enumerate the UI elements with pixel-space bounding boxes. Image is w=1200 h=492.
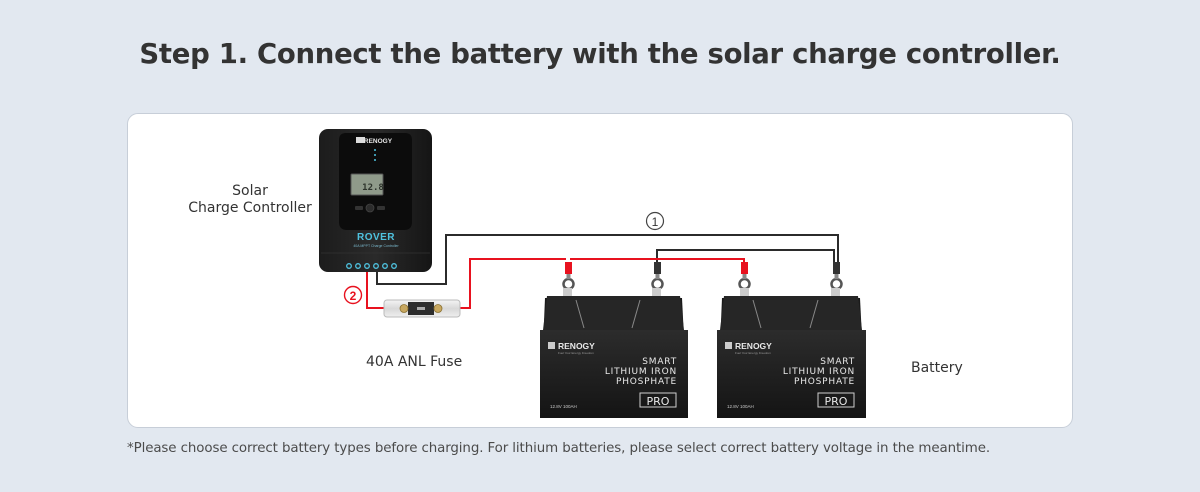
marker-one: 1 [645,211,665,231]
controller-label: Solar Charge Controller [170,183,330,217]
negative-wires [376,234,839,285]
battery-2-brand: RENOGY [735,341,772,351]
battery-2-line1: SMART [820,357,855,367]
battery-1-badge: PRO [647,395,670,408]
controller-lcd [350,173,384,196]
positive-wire-jumper [570,258,745,262]
battery-2-line2: LITHIUM IRON [783,367,855,377]
battery-1-line2: LITHIUM IRON [605,367,677,377]
ring-terminal-negative-1 [651,262,664,291]
battery-2-spec: 12.8V 100AH [727,404,754,409]
positive-wires [366,258,745,309]
battery-2: RENOGY Fuel Your Energy Freedom SMART LI… [717,288,866,418]
battery-1: RENOGY Fuel Your Energy Freedom SMART LI… [540,288,688,418]
battery-1-line3: PHOSPHATE [616,377,677,387]
ring-terminal-negative-2 [830,262,843,291]
fuse-label: 40A ANL Fuse [366,354,463,370]
positive-wire-from-fuse [459,258,566,309]
anl-fuse [383,299,461,318]
footnote: *Please choose correct battery types bef… [127,441,991,456]
negative-wire-jumper [656,249,835,262]
positive-wire-to-fuse [366,268,384,309]
page-title: Step 1. Connect the battery with the sol… [139,38,1061,70]
charge-controller: RENOGY 12.8 ROVER 40A MPPT Charge Contro… [319,129,432,272]
marker-two-text: 2 [350,289,357,303]
controller-subtitle: 40A MPPT Charge Controller [353,244,399,248]
battery-1-brand: RENOGY [558,341,595,351]
battery-2-badge: PRO [825,395,848,408]
battery-1-spec: 12.8V 100AH [550,404,577,409]
marker-one-text: 1 [652,215,659,229]
ring-terminal-positive-1 [562,262,575,291]
controller-brand: RENOGY [364,138,393,145]
battery-1-tagline: Fuel Your Energy Freedom [558,351,594,355]
controller-label-line1: Solar [232,183,268,199]
negative-wire-controller [376,234,839,285]
controller-label-line2: Charge Controller [188,200,312,216]
marker-two: 2 [343,285,363,305]
controller-display-value: 12.8 [362,183,384,193]
battery-2-tagline: Fuel Your Energy Freedom [735,351,771,355]
battery-2-line3: PHOSPHATE [794,377,855,387]
battery-label: Battery [911,360,963,376]
ring-terminal-positive-2 [738,262,751,291]
battery-1-line1: SMART [642,357,677,367]
controller-model: ROVER [357,232,395,243]
